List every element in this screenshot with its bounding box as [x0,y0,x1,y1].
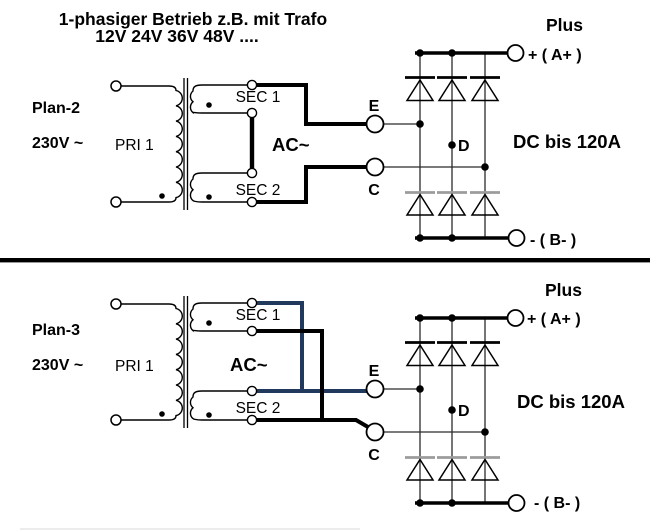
secondary1-label: SEC 1 [236,89,281,106]
primary-winding-label: PRI 1 [115,358,154,375]
terminal-e-label: E [369,363,380,380]
minus-terminal-label: - ( B- ) [530,232,576,249]
ac-label: AC~ [272,134,310,155]
terminal-d-label: D [458,138,470,155]
primary-voltage-label: 230V ~ [32,135,83,152]
dc-rating-label: DC bis 120A [517,391,625,412]
minus-terminal-label: - ( B- ) [534,495,580,512]
wire-parallel-blue-sec1-top [252,301,304,391]
plus-label: Plus [546,15,583,35]
secondary1-label: SEC 1 [236,307,281,324]
wire-parallel-black-sec1-bottom [252,329,324,420]
terminal-e-label: E [369,98,380,115]
title-line2: 12V 24V 36V 48V .... [95,26,258,46]
title-line1: 1-phasiger Betrieb z.B. mit Trafo [59,9,327,29]
plan-label: Plan-2 [32,100,80,117]
primary-winding-label: PRI 1 [115,137,154,154]
plan-label: Plan-3 [32,322,80,339]
terminal-c-label: C [368,182,380,199]
secondary2-label: SEC 2 [236,400,281,417]
ac-label: AC~ [230,354,268,375]
plus-label: Plus [545,280,582,300]
wire-parallel-black-to-c [252,418,370,429]
plus-terminal-label: + ( A+ ) [527,311,581,328]
rectifier-bridge [364,43,527,248]
separator-line [0,258,650,263]
plan3-circuit: Plan-3 230V ~ PRI 1 SEC 1 SEC 2 AC~ E C … [32,280,625,513]
rectifier-bridge [364,308,527,513]
secondary2-label: SEC 2 [236,182,281,199]
diagram-title: 1-phasiger Betrieb z.B. mit Trafo 12V 24… [59,9,327,46]
dc-rating-label: DC bis 120A [513,131,621,152]
plus-terminal-label: + ( A+ ) [528,47,582,64]
plan2-circuit: Plan-2 230V ~ PRI 1 SEC 1 SEC 2 AC~ E C … [32,15,621,249]
wire-sec1-top-to-e [252,83,368,126]
terminal-d-label: D [458,403,470,420]
terminal-c-label: C [368,447,380,464]
primary-voltage-label: 230V ~ [32,357,83,374]
wire-sec2-bottom-to-c [252,165,368,204]
